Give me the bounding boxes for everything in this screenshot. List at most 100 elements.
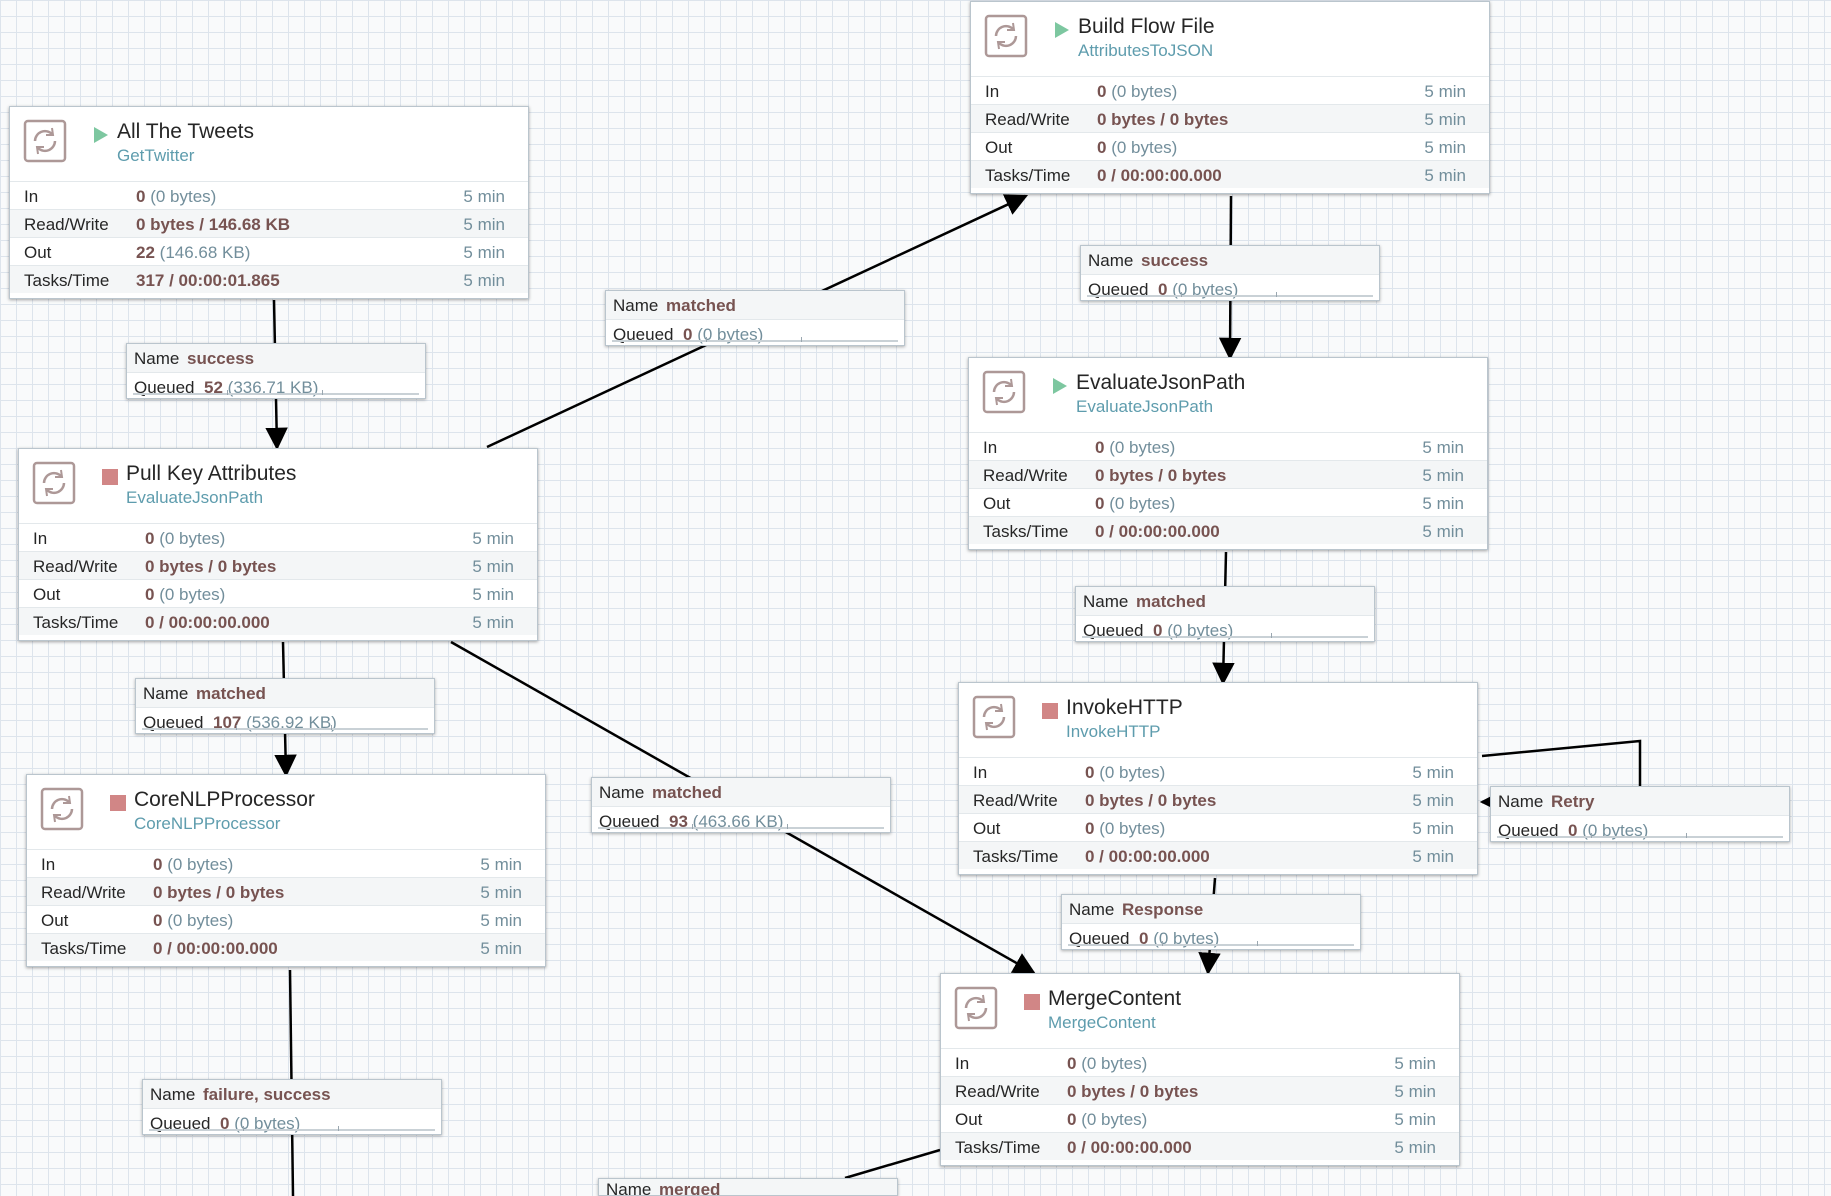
stat-stime: 5 min (472, 529, 514, 548)
stat-sval: 0 bytes / 0 bytes (145, 557, 276, 577)
stat-value: 0 / 00:00:00.000 (1067, 1138, 1192, 1157)
stat-sval: 0 (0 bytes) (145, 529, 225, 549)
connection-field-value: 0 (0 bytes) (220, 1114, 301, 1133)
stat-stime: 5 min (480, 939, 522, 958)
stat-value: 0 (136, 187, 146, 206)
stat-stime: 5 min (1422, 466, 1464, 485)
connection-field-value: failure, success (203, 1085, 331, 1104)
connection-field-label: Name (1083, 592, 1129, 611)
processor-name: Pull Key Attributes (126, 462, 297, 485)
stat-stime: 5 min (463, 271, 505, 290)
stat-detail: (0 bytes) (150, 187, 217, 206)
stat-slabel: Out (955, 1110, 983, 1129)
stat-value: 0 bytes / 0 bytes (1085, 791, 1217, 810)
stat-value: 0 / 00:00:00.000 (145, 613, 270, 632)
stat-stime: 5 min (1394, 1082, 1436, 1101)
stat-sval: 0 bytes / 0 bytes (1067, 1082, 1198, 1102)
stat-stime: 5 min (480, 855, 522, 874)
stat-value: 0 bytes / 0 bytes (1067, 1082, 1199, 1101)
connection-field-value: 0 (0 bytes) (683, 325, 764, 344)
stat-sval: 0 (0 bytes) (1095, 438, 1175, 458)
stat-stime: 5 min (1412, 763, 1454, 782)
connection-field-label: Name (606, 1180, 652, 1196)
stat-sval: 0 / 00:00:00.000 (1067, 1138, 1192, 1158)
stat-row-in: In 0 (0 bytes) 5 min (10, 181, 528, 209)
stop-icon (110, 795, 126, 811)
stat-stime: 5 min (472, 613, 514, 632)
connection-field-value: 0 (0 bytes) (1568, 821, 1649, 840)
stat-value: 0 (153, 855, 163, 874)
processor-name: MergeContent (1048, 987, 1182, 1010)
stat-value: 0 (145, 529, 155, 548)
stat-slabel: In (973, 763, 988, 782)
stat-sval: 0 / 00:00:00.000 (145, 613, 270, 633)
processor-icon (40, 787, 84, 831)
queue-bar (142, 725, 428, 730)
processor-type: AttributesToJSON (1078, 41, 1214, 60)
processor-pull-key-attributes[interactable]: Pull Key Attributes EvaluateJsonPath In 0… (18, 448, 538, 641)
stat-slabel: Tasks/Time (985, 166, 1071, 185)
queue-bar (612, 337, 898, 342)
stat-value: 0 / 00:00:00.000 (1095, 522, 1220, 541)
stat-stime: 5 min (472, 557, 514, 576)
stat-stime: 5 min (463, 187, 505, 206)
processor-type: CoreNLPProcessor (134, 814, 281, 833)
stat-value: 317 / 00:00:01.865 (136, 271, 280, 290)
stat-sval: 0 (0 bytes) (1097, 138, 1177, 158)
stat-slabel: In (33, 529, 48, 548)
stat-sval: 0 (0 bytes) (145, 585, 225, 605)
stat-sval: 0 / 00:00:00.000 (1095, 522, 1220, 542)
queue-bar (149, 1126, 435, 1131)
stat-sval: 0 bytes / 0 bytes (1085, 791, 1216, 811)
connection-field-value: Response (1122, 900, 1204, 919)
processor-type: EvaluateJsonPath (1076, 397, 1214, 416)
stat-slabel: Out (41, 911, 69, 930)
connection-field-value: 0 (0 bytes) (1139, 929, 1220, 948)
stat-slabel: In (24, 187, 39, 206)
processor-icon (984, 14, 1028, 58)
stop-icon (1024, 994, 1040, 1010)
edge-merge-out (844, 1148, 941, 1180)
stop-icon (102, 469, 118, 485)
stat-detail: (0 bytes) (167, 855, 234, 874)
connection-field-label: Name (599, 783, 645, 802)
stat-sval: 0 (0 bytes) (1097, 82, 1177, 102)
queue-bar (1068, 941, 1354, 946)
connection-field-label: Name (143, 684, 189, 703)
stat-slabel: Tasks/Time (983, 522, 1069, 541)
processor-icon (954, 986, 998, 1030)
processor-name: Build Flow File (1078, 15, 1215, 38)
stat-value: 0 bytes / 146.68 KB (136, 215, 291, 234)
stat-slabel: Tasks/Time (973, 847, 1059, 866)
processor-type: EvaluateJsonPath (126, 488, 264, 507)
queue-bar (598, 824, 884, 829)
play-icon (1055, 22, 1069, 38)
